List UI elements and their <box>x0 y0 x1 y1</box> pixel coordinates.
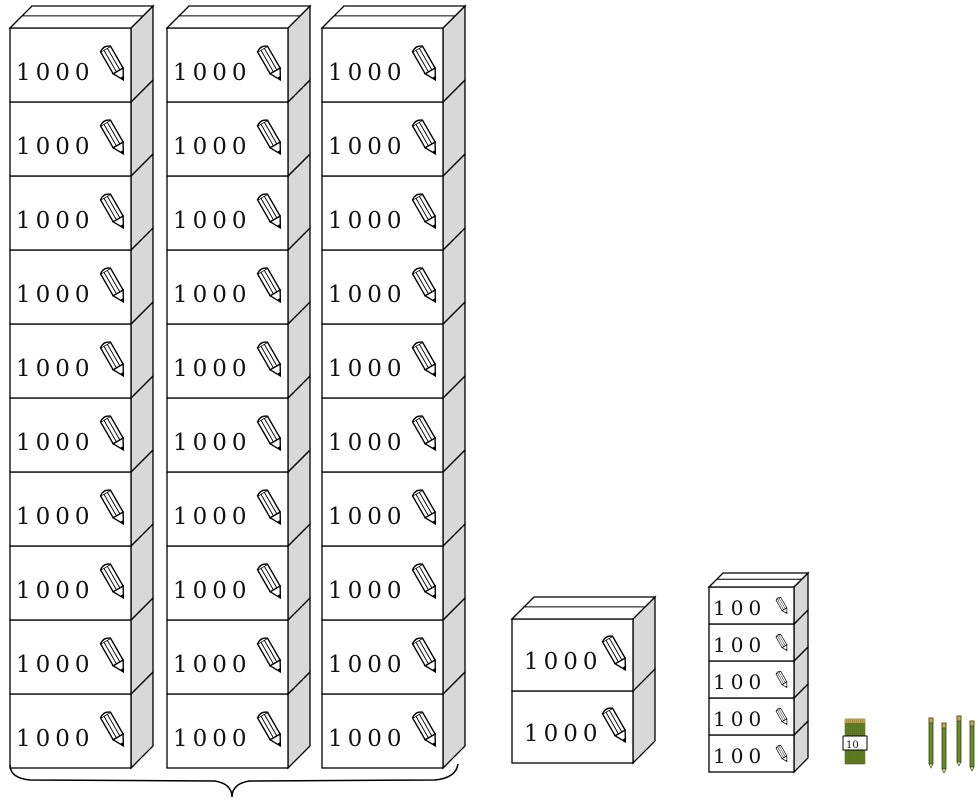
box-number-label: 1000 <box>173 652 252 678</box>
box-number-label: 1000 <box>173 282 252 308</box>
box-number-label: 1000 <box>328 430 407 456</box>
single-pencil <box>929 718 933 768</box>
box-number-label: 100 <box>713 707 766 731</box>
box-number-label: 1000 <box>16 652 95 678</box>
single-pencils-group <box>929 716 974 773</box>
box-number-label: 1000 <box>173 578 252 604</box>
box-number-label: 1000 <box>328 652 407 678</box>
box-number-label: 1000 <box>524 721 603 747</box>
box-number-label: 1000 <box>173 134 252 160</box>
thousand-column: 1000 1000 1000 1000 1000 1000 1000 1000 1000 1000 <box>10 6 153 768</box>
box-number-label: 1000 <box>16 430 95 456</box>
box-number-label: 1000 <box>328 282 407 308</box>
box-number-label: 1000 <box>16 578 95 604</box>
bundle-label: 10 <box>846 740 859 751</box>
thousand-column: 1000 1000 1000 1000 1000 1000 1000 1000 1000 1000 <box>322 6 465 768</box>
box-number-label: 100 <box>713 596 766 620</box>
box-number-label: 1000 <box>16 504 95 530</box>
box-number-label: 1000 <box>328 60 407 86</box>
thousand-column: 1000 1000 1000 1000 1000 1000 1000 1000 1000 1000 <box>167 6 310 768</box>
box-number-label: 1000 <box>173 430 252 456</box>
box-number-label: 1000 <box>173 208 252 234</box>
box-number-label: 100 <box>713 670 766 694</box>
box-number-label: 1000 <box>328 726 407 752</box>
ten-pencil-bundle-group: 10 <box>843 719 867 764</box>
box-number-label: 1000 <box>16 726 95 752</box>
box-number-label: 1000 <box>328 578 407 604</box>
box-number-label: 1000 <box>16 208 95 234</box>
single-pencil <box>970 721 974 771</box>
box-number-label: 1000 <box>328 208 407 234</box>
thousand-box: 1000 <box>512 597 655 691</box>
box-number-label: 1000 <box>328 134 407 160</box>
thousand-box: 1000 <box>167 6 310 102</box>
box-number-label: 1000 <box>328 504 407 530</box>
box-number-label: 1000 <box>173 504 252 530</box>
column-brace <box>10 764 458 797</box>
single-pencil <box>957 716 961 766</box>
box-number-label: 1000 <box>16 134 95 160</box>
box-number-label: 1000 <box>16 282 95 308</box>
ten-pencil-bundle: 10 <box>843 719 867 764</box>
box-number-label: 100 <box>713 744 766 768</box>
hundred-box: 100 <box>709 573 808 624</box>
single-pencil <box>942 723 946 773</box>
thousand-columns-group: 1000100010001000100010001000100010001000… <box>10 6 465 768</box>
box-number-label: 1000 <box>328 356 407 382</box>
extra-thousand-boxes-group: 1000 1000 <box>512 597 655 763</box>
box-number-label: 1000 <box>173 726 252 752</box>
hundred-boxes-group: 100 100 100 100 100 <box>709 573 808 772</box>
box-number-label: 1000 <box>16 60 95 86</box>
box-number-label: 1000 <box>173 60 252 86</box>
box-number-label: 1000 <box>16 356 95 382</box>
thousand-box: 1000 <box>10 6 153 102</box>
box-number-label: 1000 <box>524 649 603 675</box>
box-number-label: 1000 <box>173 356 252 382</box>
box-number-label: 100 <box>713 633 766 657</box>
thousand-box: 1000 <box>322 6 465 102</box>
